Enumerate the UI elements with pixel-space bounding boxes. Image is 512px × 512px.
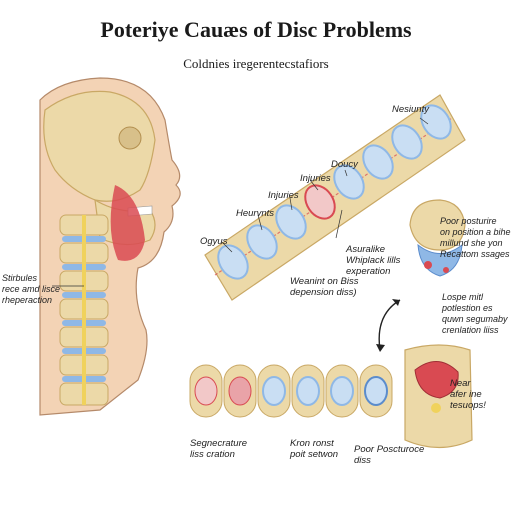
- label-poor-posture-bottom: Poor Poscturoce diss: [354, 444, 425, 466]
- arrow-head-bottom: [376, 344, 385, 352]
- label-weanint: Weanint on Biss depension diss): [290, 276, 359, 298]
- disc-stage: [359, 364, 393, 418]
- disc: [275, 204, 307, 240]
- nerve-compression: [424, 261, 432, 269]
- disc: [217, 244, 249, 280]
- arrow-head-top: [392, 299, 400, 306]
- disc-stage: [189, 364, 223, 418]
- disc: [333, 164, 365, 200]
- disc: [304, 184, 336, 220]
- nerve-root: [431, 403, 441, 413]
- label-leaders: [221, 117, 429, 253]
- disc-row: [217, 104, 452, 280]
- label-asuralike: Asuralike Whiplack lills experation: [346, 244, 401, 277]
- label-neck-left: Stirbules rece amd lisce rheperaction: [2, 273, 61, 305]
- disc: [246, 224, 278, 260]
- label-segnecrature: Segnecrature liss cration: [190, 438, 248, 460]
- label-kron: Kron ronst poit setwon: [290, 438, 339, 460]
- throat-muscle: [110, 185, 145, 261]
- label-injuries-2: Injuries: [268, 190, 299, 201]
- disc-stage: [257, 364, 291, 418]
- page-title: Poteriye Cauæs of Disc Problems: [100, 17, 412, 42]
- cervical-spine: [59, 214, 109, 406]
- curved-arrow: [378, 299, 401, 351]
- disc-stage: [291, 364, 325, 418]
- disc: [362, 144, 394, 180]
- label-ogyus: Ogyus: [200, 236, 228, 247]
- disc: [391, 124, 423, 160]
- label-lospe: Lospe mitl potlestion es quwn segumaby c…: [442, 292, 508, 335]
- label-heurvnts: Heurvnts: [236, 208, 275, 219]
- vertebra-closeup: [409, 199, 466, 251]
- disc-closeup: [409, 199, 466, 277]
- label-near: Near afer ine tesuops!: [450, 378, 486, 411]
- diagonal-spine-segment: [204, 94, 466, 301]
- eye-socket: [118, 126, 142, 150]
- disc-stage-row: [189, 364, 393, 418]
- label-poor-posture-top: Poor posturire on position a bihe millun…: [440, 216, 511, 259]
- disc-stage: [325, 364, 359, 418]
- label-injuries-1: Injuries: [300, 173, 331, 184]
- herniation: [414, 361, 459, 399]
- head-neck-figure: [39, 77, 181, 416]
- page-subtitle: Coldnies iregerentecstafiors: [183, 56, 329, 71]
- herniated-disc-panel: [404, 344, 473, 449]
- label-nesiunty: Nesiunty: [392, 104, 429, 115]
- disc-stage: [223, 364, 257, 418]
- nerve-compression: [443, 267, 449, 273]
- disc: [420, 104, 452, 140]
- label-doucy: Doucy: [331, 159, 358, 170]
- skull: [43, 90, 156, 202]
